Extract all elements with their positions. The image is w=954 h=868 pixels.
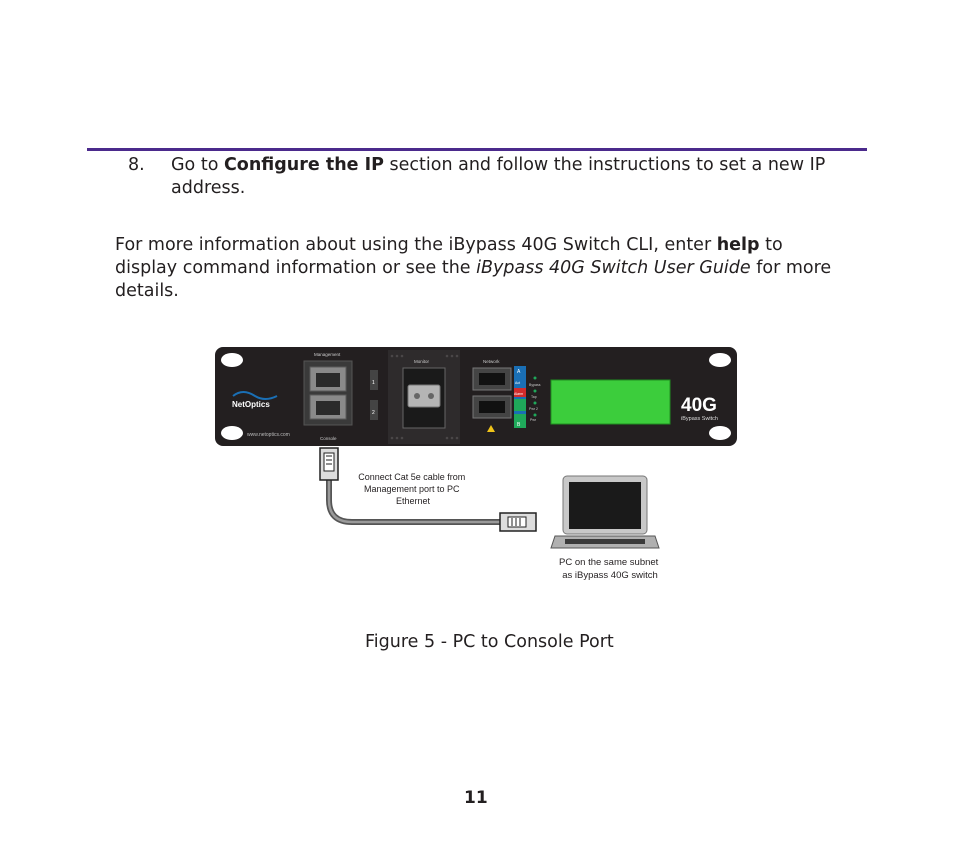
page-number: 11 [464,788,488,808]
mount-hole-icon [221,353,243,367]
port-2-label: 2 [372,410,375,416]
rj45-plug-icon [319,447,339,481]
led-tap-label: Tap [531,395,537,399]
cable-note-line: Ethernet [396,496,431,506]
monitor-label: Monitor [414,359,430,364]
netoptics-logo: NetOptics [232,391,278,409]
step-bold-link: Configure the IP [223,155,384,175]
website-text: www.netoptics.com [247,432,290,438]
info-part2: to display command information or see th… [115,235,783,278]
management-label: Management [314,352,341,357]
pc-note-line: PC on the same subnet [559,557,659,568]
step-prefix: Go to [171,155,224,175]
port-1-label: 1 [372,380,375,386]
cable-note: Connect Cat 5e cable from Management por… [358,472,468,506]
info-part1: For more information about using the iBy… [115,235,717,255]
led-pwr-label: Pwr [530,418,537,422]
led-act-label: Act [515,381,520,385]
header-rule [87,148,867,151]
info-paragraph: For more information about using the iBy… [115,234,845,303]
led-pwr2-label: Pwr 2 [529,407,538,411]
lcd-display [550,379,671,425]
led-a-label: A [517,369,521,375]
rj45-plug-pc-icon [499,512,537,532]
step-number: 8. [128,155,145,175]
mount-hole-icon [709,426,731,440]
step-text: Go to Configure the IP section and follo… [171,154,831,200]
model-name: 40G [681,395,717,416]
logo-text: NetOptics [232,400,270,409]
info-part3: for more details. [115,258,832,301]
led-alarm-label: Alarm [514,392,523,396]
mount-hole-icon [709,353,731,367]
pc-note: PC on the same subnet as iBypass 40G swi… [559,557,661,581]
mount-hole-icon [221,426,243,440]
cable-note-line: Management port to PC [364,484,460,494]
model-subtitle: iBypass Switch [681,416,718,422]
info-command: help [716,235,760,255]
cable-note-line: Connect Cat 5e cable from [358,472,465,482]
pc-note-line: as iBypass 40G switch [562,570,658,581]
laptop-icon [550,475,660,549]
network-label: Network [483,359,500,364]
led-b-label: B [517,422,521,428]
led-bypass-label: Bypass [529,383,541,387]
step-suffix: section and follow the instructions to s… [171,155,826,198]
info-guide-title: iBypass 40G Switch User Guide [476,258,751,278]
warning-icon [487,425,495,432]
figure-caption: Figure 5 - PC to Console Port [365,632,614,652]
console-label: Console [320,436,337,441]
